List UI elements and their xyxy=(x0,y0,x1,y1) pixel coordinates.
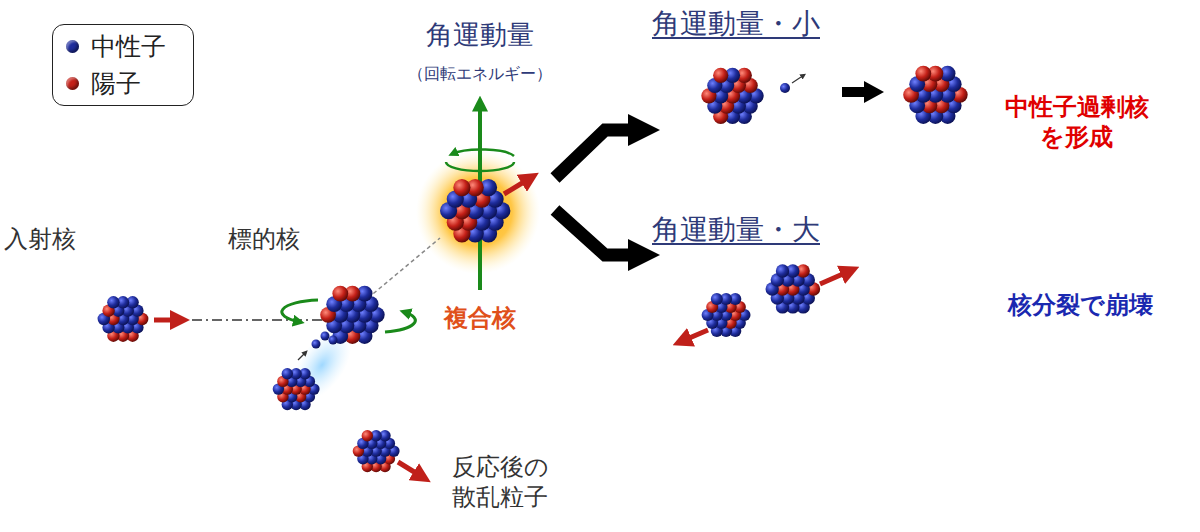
annotation-label: 標的核 xyxy=(228,224,338,254)
annotation-label: 複合核 xyxy=(420,303,540,333)
legend-text: 中性子 xyxy=(91,30,166,63)
legend-swatch xyxy=(66,77,79,90)
legend-row: 中性子 xyxy=(66,30,166,63)
annotation-label: 角運動量 xyxy=(400,18,560,52)
proton-sphere xyxy=(453,179,470,196)
proton-sphere xyxy=(332,286,348,302)
annotation-label: 核分裂で崩壊 xyxy=(990,290,1170,320)
neutron-sphere xyxy=(282,368,293,379)
legend-text: 陽子 xyxy=(91,67,141,100)
neutron-sphere xyxy=(780,83,790,93)
neutron-sphere xyxy=(776,264,789,277)
annotation-label: （回転エネルギー） xyxy=(380,64,580,84)
neutron-sphere xyxy=(321,332,330,341)
neutron-sphere xyxy=(329,336,338,345)
proton-sphere xyxy=(915,66,931,82)
neutron-sphere xyxy=(711,293,723,305)
annotation-label: 中性子過剰核 を形成 xyxy=(1000,92,1154,152)
annotation-label: 角運動量・小 xyxy=(652,6,882,41)
neutron-sphere xyxy=(107,296,119,308)
annotation-label: 反応後の 散乱粒子 xyxy=(452,452,562,512)
proton-sphere xyxy=(713,68,728,83)
proton-sphere xyxy=(362,430,373,441)
legend-swatch xyxy=(66,40,79,53)
legend-row: 陽子 xyxy=(66,67,141,100)
annotation-label: 入射核 xyxy=(4,224,104,254)
annotation-label: 角運動量・大 xyxy=(652,212,882,247)
neutron-sphere xyxy=(312,340,321,349)
